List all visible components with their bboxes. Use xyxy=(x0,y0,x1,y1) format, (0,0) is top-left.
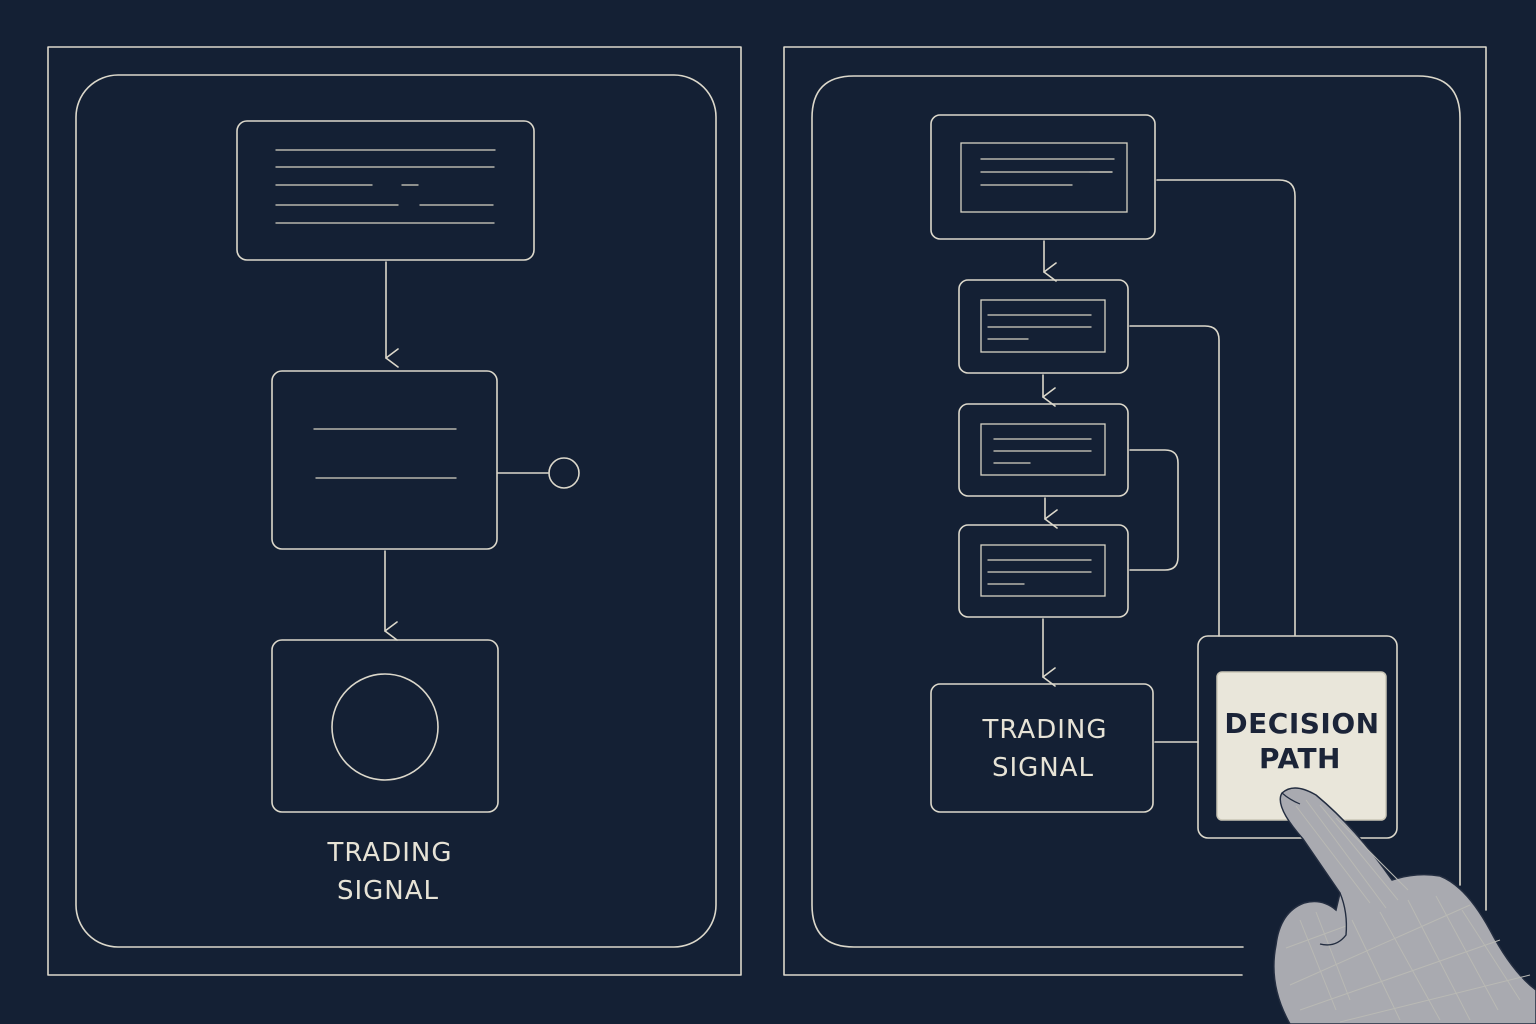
left-output-label-line-2: SIGNAL xyxy=(337,876,439,906)
right-output-label-line-2: SIGNAL xyxy=(992,753,1094,783)
left-panel: TRADING SIGNAL xyxy=(47,46,742,976)
connector-step-1-to-decision xyxy=(1156,179,1296,636)
left-process-node xyxy=(271,370,580,550)
right-step-1-node xyxy=(930,114,1156,240)
decision-path-container xyxy=(1197,635,1398,839)
left-panel-inner-frame xyxy=(75,74,717,948)
pointing-hand-icon xyxy=(1273,787,1536,1024)
left-side-connector-node xyxy=(548,457,580,489)
right-panel: TRADING SIGNAL DECISION PATH xyxy=(783,46,1536,1024)
left-input-node xyxy=(236,120,535,261)
right-panel-outer-frame xyxy=(783,46,1487,976)
right-output-label: TRADING xyxy=(982,715,1108,745)
right-panel-inner-frame xyxy=(811,75,1461,948)
right-step-4-node xyxy=(958,524,1129,618)
decision-path-label-line-2: PATH xyxy=(1259,742,1341,775)
right-step-2-node xyxy=(958,279,1129,374)
left-output-circle xyxy=(331,673,439,781)
connector-step-3-to-step-4 xyxy=(1129,449,1179,571)
decision-path-label: DECISION xyxy=(1224,707,1379,740)
left-output-node xyxy=(271,639,499,813)
right-step-3-node xyxy=(958,403,1129,497)
decision-path-button[interactable]: DECISION PATH xyxy=(1216,671,1387,821)
right-output-node: TRADING SIGNAL xyxy=(930,683,1154,813)
left-output-label: TRADING xyxy=(327,838,453,868)
connector-step-2-to-decision xyxy=(1129,325,1220,637)
left-panel-outer-frame xyxy=(47,46,742,976)
